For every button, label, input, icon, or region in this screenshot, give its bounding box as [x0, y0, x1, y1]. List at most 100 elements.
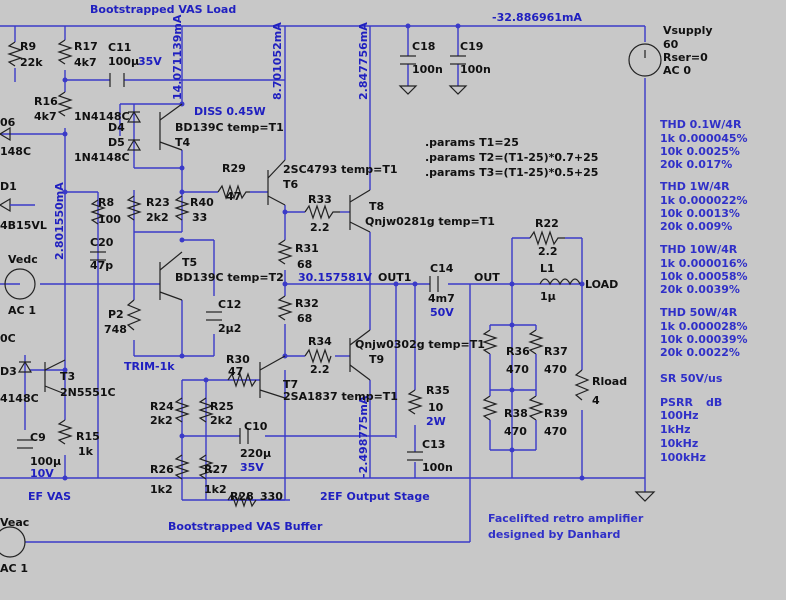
value-c20: 47p — [90, 259, 113, 272]
thd-title-01w: THD 0.1W/4R — [660, 118, 742, 131]
value-c19: 100n — [460, 63, 491, 76]
label-r22: R22 — [535, 217, 559, 230]
label-t5: T5 — [182, 256, 197, 269]
net-label-out: OUT — [474, 271, 500, 284]
value-c14: 4m7 — [428, 292, 455, 305]
label-l1: L1 — [540, 262, 555, 275]
value-r39: 470 — [544, 425, 567, 438]
thd-row: 10k 0.00039% — [660, 333, 748, 346]
label-t8: T8 — [369, 200, 384, 213]
label-r30: R30 — [226, 353, 250, 366]
thd-row: 10k 0.0013% — [660, 207, 740, 220]
value-r36: 470 — [506, 363, 529, 376]
rating-c10: 35V — [240, 461, 264, 474]
label-r24: R24 — [150, 400, 174, 413]
value-c13: 100n — [422, 461, 453, 474]
label-d4: D4 — [108, 121, 125, 134]
value-t8: Qnjw0281g temp=T1 — [365, 215, 495, 228]
label-t9: T9 — [369, 353, 384, 366]
net-label-ef-vas: EF VAS — [28, 490, 71, 503]
value-r34: 2.2 — [310, 363, 330, 376]
label-c13: C13 — [422, 438, 445, 451]
label-r34: R34 — [308, 335, 332, 348]
value-r30: 47 — [228, 365, 243, 378]
label-r27: R27 — [204, 463, 228, 476]
label-rload: Rload — [592, 375, 627, 388]
clipped-dc-ac: 0C — [0, 332, 16, 345]
rating-c11: 35V — [138, 55, 162, 68]
value-d6: 148C — [0, 145, 31, 158]
label-r40: R40 — [190, 196, 214, 209]
label-d5: D5 — [108, 136, 125, 149]
psrr-unit: dB — [706, 396, 722, 409]
thd-title-1w: THD 1W/4R — [660, 180, 730, 193]
thd-row: 20k 0.017% — [660, 158, 732, 171]
rating-c9: 10V — [30, 467, 54, 480]
label-r8: R8 — [98, 196, 114, 209]
value-vsupply: 60 — [663, 38, 679, 51]
label-r29: R29 — [222, 162, 246, 175]
thd-row: 10k 0.0025% — [660, 145, 740, 158]
label-r17: R17 — [74, 40, 98, 53]
current-t8: 2.847756mA — [357, 22, 370, 100]
label-vedc: Vedc — [8, 253, 38, 266]
value-r17: 4k7 — [74, 56, 97, 69]
psrr-row: 100kHz — [660, 451, 706, 464]
labels: Bootstrapped VAS Load -32.886961mA EF VA… — [0, 3, 748, 575]
thd-row: 1k 0.000016% — [660, 257, 748, 270]
thd-row: 20k 0.009% — [660, 220, 732, 233]
component-symbols — [0, 39, 662, 558]
value-c12: 2µ2 — [218, 322, 241, 335]
label-c18: C18 — [412, 40, 435, 53]
value-r29: 47 — [226, 190, 241, 203]
value-d5: 1N4148C — [74, 151, 130, 164]
thd-row: 10k 0.00058% — [660, 270, 748, 283]
label-c9: C9 — [30, 431, 46, 444]
value-r26: 1k2 — [150, 483, 173, 496]
label-r26: R26 — [150, 463, 174, 476]
value-r15: 1k — [78, 445, 94, 458]
label-c19: C19 — [460, 40, 483, 53]
label-r23: R23 — [146, 196, 170, 209]
thd-title-10w: THD 10W/4R — [660, 243, 738, 256]
junctions — [62, 23, 585, 481]
label-d3: D3 — [0, 365, 17, 378]
thd-row: 1k 0.000022% — [660, 194, 748, 207]
label-p2: P2 — [108, 308, 124, 321]
value-r8: 100 — [98, 213, 121, 226]
label-r35: R35 — [426, 384, 450, 397]
label-c11: C11 — [108, 41, 131, 54]
value-r22: 2.2 — [538, 245, 558, 258]
thd-row: 1k 0.000045% — [660, 132, 748, 145]
ac-vsupply: AC 0 — [663, 64, 691, 77]
value-r23: 2k2 — [146, 211, 169, 224]
label-r28: R28 — [230, 490, 254, 503]
value-c18: 100n — [412, 63, 443, 76]
label-r37: R37 — [544, 345, 568, 358]
value-r24: 2k2 — [150, 414, 173, 427]
label-t6: T6 — [283, 178, 299, 191]
rser-vsupply: Rser=0 — [663, 51, 708, 64]
label-c10: C10 — [244, 420, 268, 433]
label-r25: R25 — [210, 400, 234, 413]
current-t6: 8.701052mA — [271, 22, 284, 100]
psrr-row: 1kHz — [660, 423, 691, 436]
param-t2: .params T2=(T1-25)*0.7+25 — [425, 151, 598, 164]
net-label-out1: OUT1 — [378, 271, 411, 284]
slew-rate: SR 50V/us — [660, 372, 723, 385]
thd-row: 1k 0.000028% — [660, 320, 748, 333]
psrr-row: 10kHz — [660, 437, 698, 450]
value-d4-top: 1N4148C — [74, 110, 130, 123]
out1-voltage: 30.157581V — [298, 271, 372, 284]
label-c20: C20 — [90, 236, 114, 249]
thd-title-50w: THD 50W/4R — [660, 306, 738, 319]
value-t9: Qnjw0302g temp=T1 — [355, 338, 485, 351]
value-t4: BD139C temp=T1 — [175, 121, 284, 134]
value-c10: 220µ — [240, 447, 271, 460]
label-r16: R16 — [34, 95, 58, 108]
value-r27: 1k2 — [204, 483, 227, 496]
value-d1: 4B15VL — [0, 219, 47, 232]
value-p2: 748 — [104, 323, 127, 336]
